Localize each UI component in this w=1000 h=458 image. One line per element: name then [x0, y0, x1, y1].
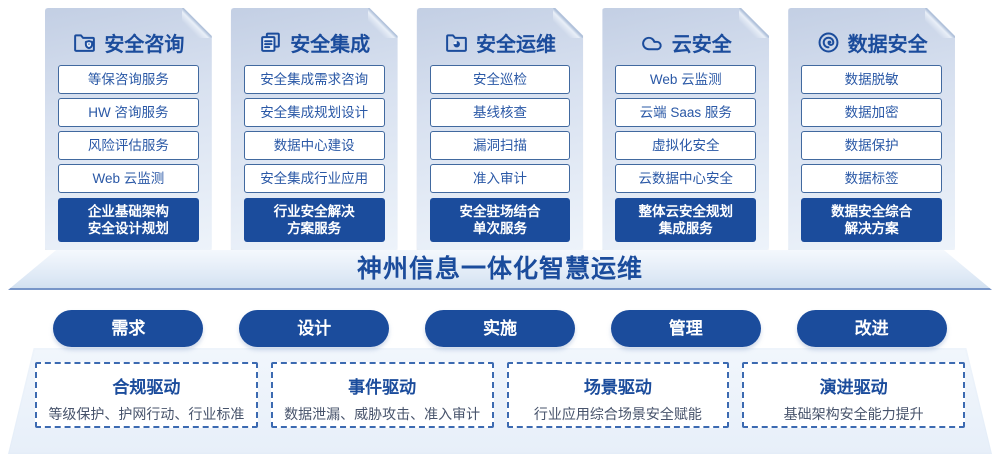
- footer-line: 整体云安全规划: [638, 204, 734, 219]
- driver-incident: 事件驱动 数据泄漏、威胁攻击、准入审计: [270, 362, 494, 428]
- column-header: 安全集成: [244, 27, 385, 57]
- column-footer: 安全驻场结合 单次服务: [430, 198, 571, 242]
- service-item: HW 咨询服务: [58, 98, 199, 127]
- folded-corner: [553, 8, 583, 38]
- pill-requirement: 需求: [53, 310, 204, 347]
- service-item: 数据加密: [801, 98, 942, 127]
- footer-line: 集成服务: [658, 221, 713, 236]
- column-footer: 行业安全解决 方案服务: [244, 198, 385, 242]
- fingerprint-icon: [816, 30, 841, 55]
- platform-bottom-line: [8, 288, 992, 290]
- service-item: Web 云监测: [58, 164, 199, 193]
- footer-line: 方案服务: [287, 221, 342, 236]
- footer-line: 安全设计规划: [87, 221, 169, 236]
- driver-desc: 基础架构安全能力提升: [783, 406, 924, 422]
- column-title: 数据安全: [847, 33, 928, 56]
- pill-slot: 设计: [231, 310, 398, 347]
- column-title: 安全咨询: [104, 33, 185, 56]
- service-item: 虚拟化安全: [615, 131, 756, 160]
- driver-title: 场景驱动: [583, 378, 652, 397]
- process-pills-row: 需求 设计 实施 管理 改进: [45, 310, 955, 347]
- column-title: 云安全: [671, 33, 732, 56]
- service-item: 安全集成行业应用: [244, 164, 385, 193]
- service-item: 云端 Saas 服务: [615, 98, 756, 127]
- service-item: Web 云监测: [615, 65, 756, 94]
- column-security-integration: 安全集成 安全集成需求咨询 安全集成规划设计 数据中心建设 安全集成行业应用 行…: [231, 8, 398, 250]
- driver-title: 合规驱动: [112, 378, 181, 397]
- pill-implementation: 实施: [424, 310, 575, 347]
- copy-docs-icon: [258, 30, 283, 55]
- service-item: 安全集成规划设计: [244, 98, 385, 127]
- driver-desc: 行业应用综合场景安全赋能: [533, 406, 702, 422]
- service-columns-row: 安全咨询 等保咨询服务 HW 咨询服务 风险评估服务 Web 云监测 企业基础架…: [45, 8, 955, 250]
- service-item: 漏洞扫描: [430, 131, 571, 160]
- service-item: 安全集成需求咨询: [244, 65, 385, 94]
- column-footer: 数据安全综合 解决方案: [801, 198, 942, 242]
- service-item: 数据中心建设: [244, 131, 385, 160]
- column-cloud-security: 云安全 Web 云监测 云端 Saas 服务 虚拟化安全 云数据中心安全 整体云…: [602, 8, 769, 250]
- column-header: 数据安全: [801, 27, 942, 57]
- driver-scenario: 场景驱动 行业应用综合场景安全赋能: [506, 362, 730, 428]
- folded-corner: [182, 8, 212, 38]
- drivers-row: 合规驱动 等级保护、护网行动、行业标准 事件驱动 数据泄漏、威胁攻击、准入审计 …: [35, 362, 965, 428]
- folder-chart-icon: [444, 30, 469, 55]
- footer-line: 数据安全综合: [831, 204, 913, 219]
- footer-line: 单次服务: [472, 221, 527, 236]
- driver-title: 事件驱动: [348, 378, 417, 397]
- service-item: 风险评估服务: [58, 131, 199, 160]
- service-item: 准入审计: [430, 164, 571, 193]
- driver-desc: 等级保护、护网行动、行业标准: [48, 406, 245, 422]
- service-item: 数据脱敏: [801, 65, 942, 94]
- service-item: 数据标签: [801, 164, 942, 193]
- footer-line: 安全驻场结合: [459, 204, 541, 219]
- service-item: 安全巡检: [430, 65, 571, 94]
- pill-slot: 需求: [45, 310, 212, 347]
- footer-line: 企业基础架构: [87, 204, 169, 219]
- folded-corner: [739, 8, 769, 38]
- column-title: 安全运维: [475, 33, 556, 56]
- pill-improvement: 改进: [796, 310, 947, 347]
- column-footer: 整体云安全规划 集成服务: [615, 198, 756, 242]
- folded-corner: [925, 8, 955, 38]
- pill-slot: 实施: [417, 310, 584, 347]
- column-data-security: 数据安全 数据脱敏 数据加密 数据保护 数据标签 数据安全综合 解决方案: [788, 8, 955, 250]
- service-item: 数据保护: [801, 131, 942, 160]
- platform-banner: 神州信息一体化智慧运维: [8, 250, 992, 290]
- pill-management: 管理: [610, 310, 761, 347]
- footer-line: 行业安全解决: [273, 204, 355, 219]
- driver-evolution: 演进驱动 基础架构安全能力提升: [742, 362, 965, 428]
- column-header: 安全运维: [430, 27, 571, 57]
- cloud-icon: [640, 30, 665, 55]
- driver-desc: 数据泄漏、威胁攻击、准入审计: [284, 406, 481, 422]
- column-header: 安全咨询: [58, 27, 199, 57]
- folder-shield-icon: [72, 30, 97, 55]
- service-item: 基线核查: [430, 98, 571, 127]
- column-footer: 企业基础架构 安全设计规划: [58, 198, 199, 242]
- pill-slot: 改进: [788, 310, 955, 347]
- driver-title: 演进驱动: [819, 378, 888, 397]
- folded-corner: [368, 8, 398, 38]
- column-security-consulting: 安全咨询 等保咨询服务 HW 咨询服务 风险评估服务 Web 云监测 企业基础架…: [45, 8, 212, 250]
- footer-line: 解决方案: [844, 221, 899, 236]
- column-security-operations: 安全运维 安全巡检 基线核查 漏洞扫描 准入审计 安全驻场结合 单次服务: [417, 8, 584, 250]
- platform-title: 神州信息一体化智慧运维: [356, 255, 643, 283]
- pill-slot: 管理: [602, 310, 769, 347]
- service-item: 等保咨询服务: [58, 65, 199, 94]
- column-title: 安全集成: [290, 33, 371, 56]
- column-header: 云安全: [615, 27, 756, 57]
- service-item: 云数据中心安全: [615, 164, 756, 193]
- driver-compliance: 合规驱动 等级保护、护网行动、行业标准: [35, 362, 258, 428]
- pill-design: 设计: [239, 310, 390, 347]
